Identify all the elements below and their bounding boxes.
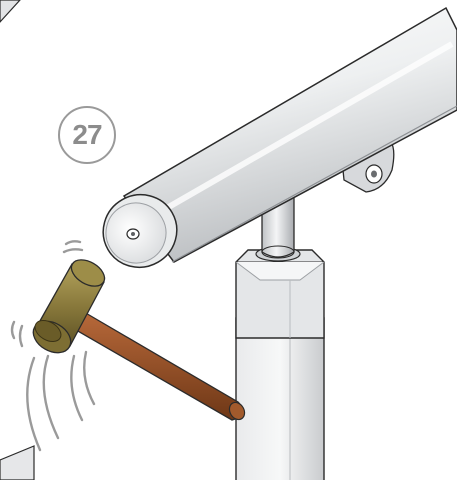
motion-lines: [10, 240, 96, 452]
step-number-badge: 27: [58, 106, 116, 164]
rubber-mallet-icon: [32, 259, 246, 421]
step-number: 27: [72, 119, 102, 150]
background-fragment-bottom-left: [0, 445, 35, 480]
end-cap-icon: [102, 193, 178, 269]
square-post-icon: [235, 246, 325, 480]
handrail-tube-icon: [122, 6, 457, 263]
background-fragment-top-left: [0, 0, 21, 23]
